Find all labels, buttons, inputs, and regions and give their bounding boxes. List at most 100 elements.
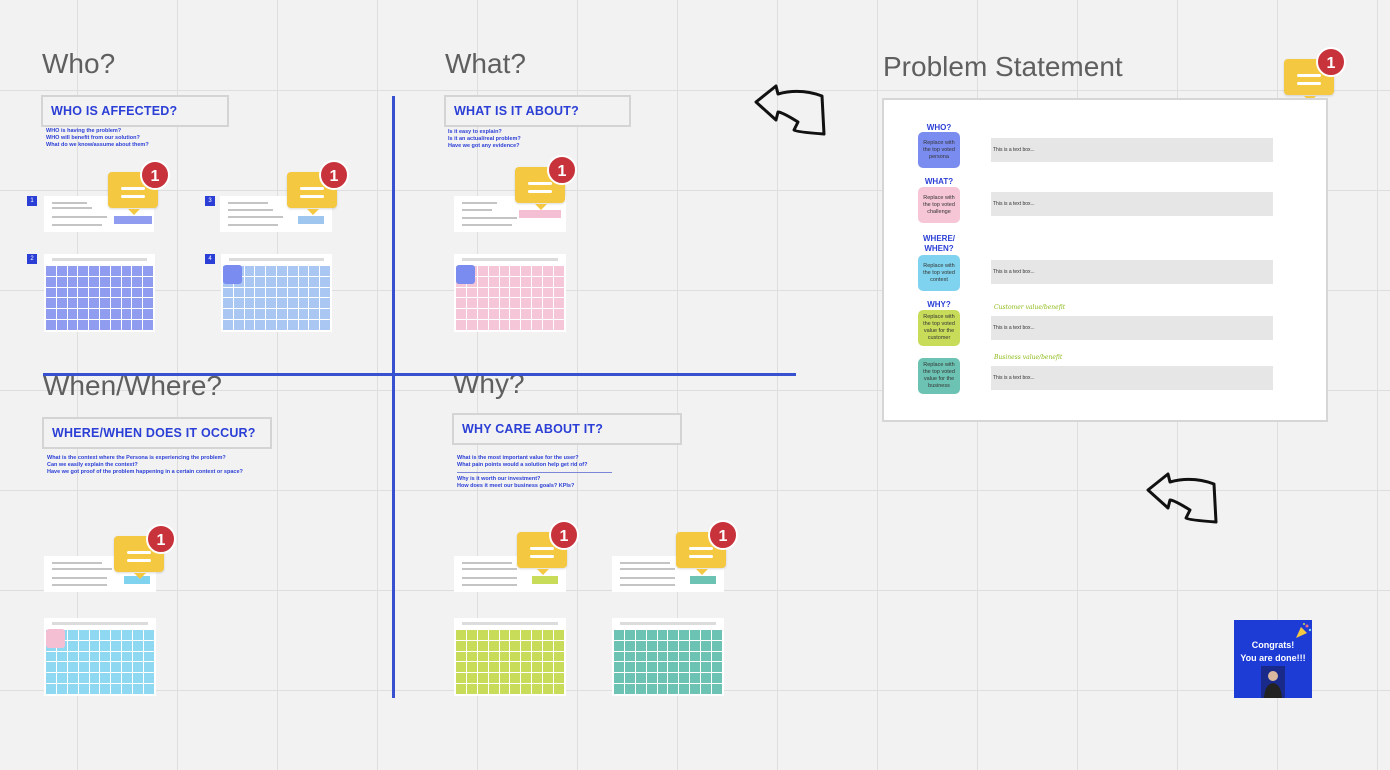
why-heading-box[interactable]: WHY CARE ABOUT IT? (452, 413, 682, 445)
ps-label-who: WHO? (914, 123, 964, 132)
grid-cell (636, 652, 646, 662)
ps-textbox-what[interactable]: This is a text box... (991, 192, 1273, 216)
grid-cell (79, 641, 89, 651)
grid-cell (111, 641, 121, 651)
grid-cell (521, 298, 531, 308)
grid-cell (46, 320, 56, 330)
congrats-line-1: Congrats! (1234, 640, 1312, 650)
grid-card-what[interactable] (454, 254, 566, 332)
grid-cell (100, 266, 110, 276)
grid-cell (614, 630, 624, 640)
grid-cell (489, 277, 499, 287)
grid-cell (111, 673, 121, 683)
grid-cell (478, 652, 488, 662)
grid-cell (143, 288, 153, 298)
grid-cell (68, 288, 78, 298)
grid-cell (690, 641, 700, 651)
ps-tile-persona[interactable]: Replace with the top voted persona (918, 132, 960, 168)
grid-card-when[interactable] (44, 618, 156, 696)
grid-cell (636, 673, 646, 683)
grid-cell (543, 277, 553, 287)
ps-label-where-when: WHERE/ WHEN? (914, 234, 964, 254)
ps-textbox-customer-value[interactable]: This is a text box... (991, 316, 1273, 340)
grid-cell (223, 298, 233, 308)
ps-textbox-where-when[interactable]: This is a text box... (991, 260, 1273, 284)
grid-cell (90, 652, 100, 662)
ps-tile-challenge[interactable]: Replace with the top voted challenge (918, 187, 960, 223)
grid-cell (679, 652, 689, 662)
grid-cell (614, 641, 624, 651)
what-title: What? (445, 48, 526, 80)
comment-count-badge: 1 (547, 155, 577, 185)
question-text: What pain points would a solution help g… (457, 462, 612, 469)
grid-cell (100, 652, 110, 662)
ps-tile-business-value[interactable]: Replace with the top voted value for the… (918, 358, 960, 394)
grid-cell (277, 266, 287, 276)
grid-cell (554, 641, 564, 651)
ps-textbox-business-value[interactable]: This is a text box... (991, 366, 1273, 390)
grid-cell (543, 309, 553, 319)
comment-icon[interactable]: 1 (287, 160, 345, 220)
why-questions: What is the most important value for the… (457, 455, 612, 490)
grid-cell (46, 662, 56, 672)
comment-icon[interactable]: 1 (108, 160, 166, 220)
step-badge-1: 1 (27, 196, 37, 206)
when-where-heading-box[interactable]: WHERE/WHEN DOES IT OCCUR? (42, 417, 272, 449)
grid-cell (122, 641, 132, 651)
grid-cell (467, 298, 477, 308)
grid-cell (668, 662, 678, 672)
grid-card-why-2[interactable] (612, 618, 724, 696)
grid-cell (57, 673, 67, 683)
congrats-sticker[interactable]: Congrats! You are done!!! (1234, 620, 1312, 698)
grid-cell (500, 320, 510, 330)
ps-textbox-who[interactable]: This is a text box... (991, 138, 1273, 162)
grid-cell (57, 652, 67, 662)
grid-card-who-4[interactable] (221, 254, 332, 332)
grid-cell (532, 673, 542, 683)
problem-statement-title: Problem Statement (883, 51, 1123, 83)
who-heading-box[interactable]: WHO IS AFFECTED? (41, 95, 229, 127)
problem-statement-card[interactable]: WHO? Replace with the top voted persona … (882, 98, 1328, 422)
what-heading-box[interactable]: WHAT IS IT ABOUT? (444, 95, 631, 127)
grid-cell (277, 277, 287, 287)
comment-icon[interactable]: 1 (676, 520, 734, 580)
grid-cell (521, 641, 531, 651)
grid-cell (712, 630, 722, 640)
grid-cell (143, 277, 153, 287)
grid-cell (299, 320, 309, 330)
grid-cell (500, 684, 510, 694)
arrow-icon[interactable] (1144, 470, 1220, 526)
grid-cell (614, 673, 624, 683)
grid-cell (625, 630, 635, 640)
grid-cell (456, 673, 466, 683)
grid-cell (144, 662, 154, 672)
grid-cell (456, 662, 466, 672)
grid-card-who-2[interactable] (44, 254, 155, 332)
grid-cell (111, 298, 121, 308)
grid-cell (532, 630, 542, 640)
grid-cell (500, 288, 510, 298)
comment-icon[interactable]: 1 (515, 155, 573, 215)
comment-icon[interactable]: 1 (114, 524, 172, 584)
grid-cell (521, 266, 531, 276)
grid-cell (478, 298, 488, 308)
grid-cell (510, 641, 520, 651)
grid-cell (143, 298, 153, 308)
grid-cell (500, 266, 510, 276)
grid-cell (543, 266, 553, 276)
grid-cell (89, 288, 99, 298)
grid-cell (57, 266, 67, 276)
congrats-line-2: You are done!!! (1234, 653, 1312, 663)
ps-tile-customer-value[interactable]: Replace with the top voted value for the… (918, 310, 960, 346)
ps-customer-value-label: Customer value/benefit (994, 304, 1065, 311)
grid-cell (543, 662, 553, 672)
grid-cell (46, 288, 56, 298)
ps-tile-context[interactable]: Replace with the top voted context (918, 255, 960, 291)
comment-icon[interactable]: 1 (517, 520, 575, 580)
grid-card-why-1[interactable] (454, 618, 566, 696)
grid-cell (320, 309, 330, 319)
comment-count-badge: 1 (140, 160, 170, 190)
grid-cell (510, 684, 520, 694)
arrow-icon[interactable] (752, 82, 828, 138)
grid-cell (68, 277, 78, 287)
